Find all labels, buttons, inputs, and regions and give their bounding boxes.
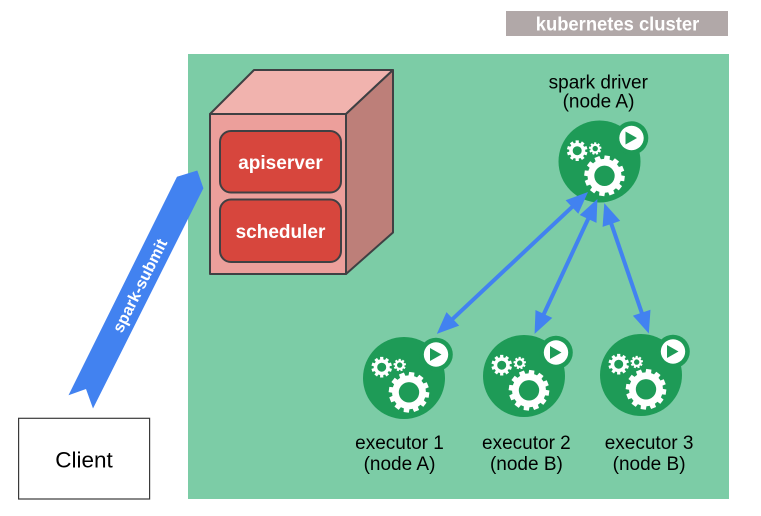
svg-text:(node B): (node B) <box>613 454 686 475</box>
svg-text:kubernetes cluster: kubernetes cluster <box>536 14 700 36</box>
svg-text:scheduler: scheduler <box>236 222 326 243</box>
svg-text:(node A): (node A) <box>364 454 436 475</box>
svg-text:executor 2: executor 2 <box>482 433 571 454</box>
svg-text:executor 3: executor 3 <box>605 433 694 454</box>
svg-text:Client: Client <box>55 447 113 472</box>
svg-text:spark driver: spark driver <box>549 72 649 93</box>
svg-text:apiserver: apiserver <box>238 153 323 174</box>
svg-text:(node A): (node A) <box>563 92 635 113</box>
svg-text:(node B): (node B) <box>490 454 563 475</box>
svg-text:executor 1: executor 1 <box>355 433 444 454</box>
